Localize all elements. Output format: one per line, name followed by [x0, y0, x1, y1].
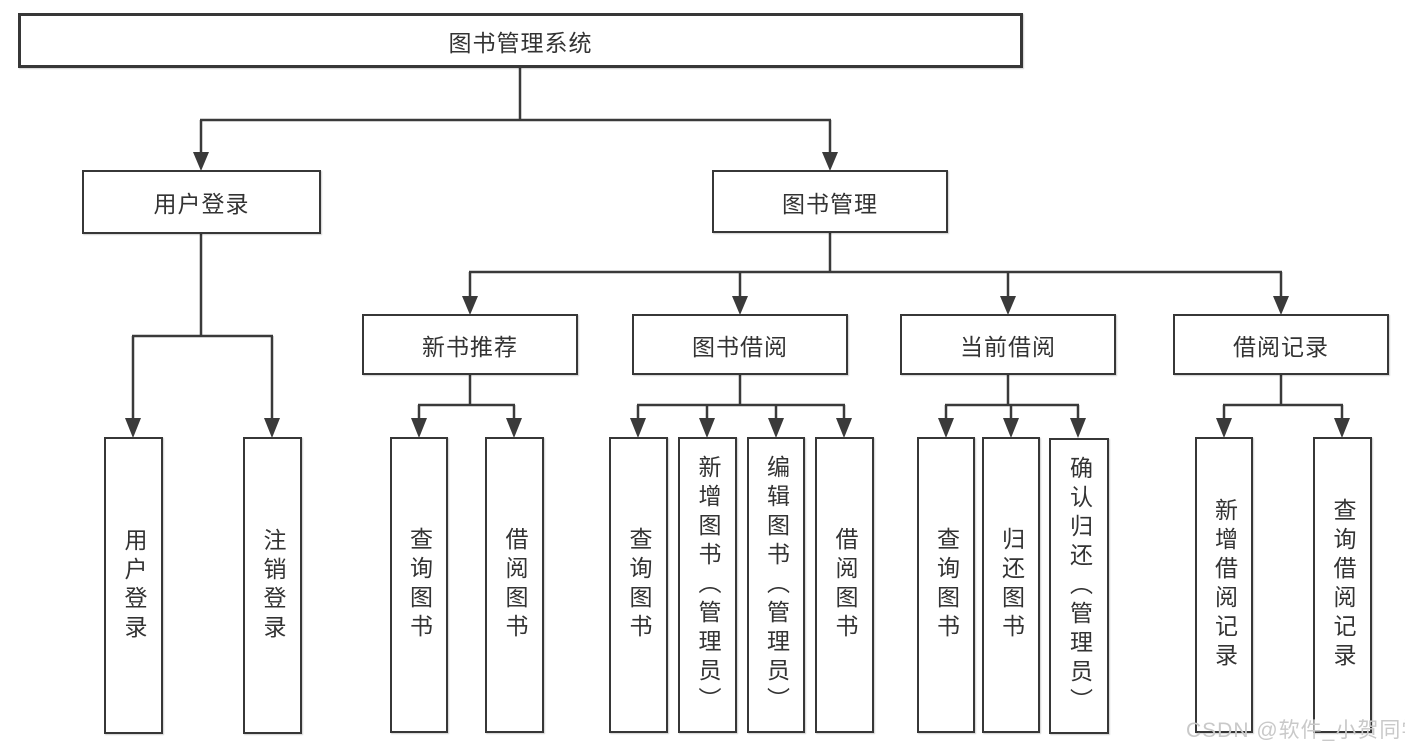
node-leaf-edit-book-admin: 编辑图书（管理员）: [747, 437, 805, 733]
node-root-label: 图书管理系统: [448, 29, 593, 56]
node-root-system: 图书管理系统: [18, 13, 1023, 68]
node-leaf-confirm-return-admin-label: 确认归还（管理员）: [1066, 455, 1093, 717]
node-borrowing-records-label: 借阅记录: [1233, 333, 1329, 360]
csdn-watermark: CSDN @软件_小贺同学: [1186, 719, 1405, 742]
node-leaf-return-book: 归还图书: [982, 437, 1040, 733]
node-leaf-query-book-recommend-label: 查询图书: [406, 527, 433, 643]
node-current-borrowing: 当前借阅: [900, 314, 1116, 375]
node-leaf-add-book-admin-label: 新增图书（管理员）: [695, 454, 721, 716]
node-leaf-query-book-current: 查询图书: [917, 437, 975, 733]
node-leaf-confirm-return-admin: 确认归还（管理员）: [1049, 438, 1109, 734]
node-leaf-query-book-borrowing: 查询图书: [609, 437, 668, 733]
node-leaf-borrow-book-recommend: 借阅图书: [485, 437, 544, 733]
node-book-borrowing-label: 图书借阅: [692, 333, 788, 360]
node-new-book-recommendation-label: 新书推荐: [422, 333, 518, 360]
node-borrowing-records: 借阅记录: [1173, 314, 1389, 375]
node-leaf-query-book-current-label: 查询图书: [933, 527, 960, 643]
node-leaf-query-book-borrowing-label: 查询图书: [626, 527, 652, 643]
node-leaf-add-borrow-record-label: 新增借阅记录: [1211, 498, 1238, 672]
node-leaf-user-login: 用户登录: [104, 437, 163, 734]
node-leaf-edit-book-admin-label: 编辑图书（管理员）: [763, 454, 790, 716]
node-book-borrowing: 图书借阅: [632, 314, 848, 375]
node-leaf-return-book-label: 归还图书: [998, 527, 1025, 643]
node-leaf-query-book-recommend: 查询图书: [390, 437, 448, 733]
node-leaf-borrow-book-borrowing: 借阅图书: [815, 437, 874, 733]
node-leaf-user-login-label: 用户登录: [121, 527, 147, 644]
node-book-management-label: 图书管理: [782, 190, 878, 217]
node-new-book-recommendation: 新书推荐: [362, 314, 578, 375]
node-leaf-logout: 注销登录: [243, 437, 302, 734]
node-book-management: 图书管理: [712, 170, 948, 233]
node-leaf-add-borrow-record: 新增借阅记录: [1195, 437, 1253, 733]
node-leaf-borrow-book-recommend-label: 借阅图书: [502, 527, 528, 643]
node-leaf-add-book-admin: 新增图书（管理员）: [678, 437, 737, 733]
node-leaf-query-borrow-record: 查询借阅记录: [1313, 437, 1372, 733]
node-leaf-logout-label: 注销登录: [260, 527, 286, 644]
node-user-login: 用户登录: [82, 170, 321, 234]
node-user-login-label: 用户登录: [153, 191, 250, 217]
node-leaf-query-borrow-record-label: 查询借阅记录: [1330, 498, 1356, 672]
node-leaf-borrow-book-borrowing-label: 借阅图书: [832, 527, 858, 643]
node-current-borrowing-label: 当前借阅: [960, 333, 1056, 360]
